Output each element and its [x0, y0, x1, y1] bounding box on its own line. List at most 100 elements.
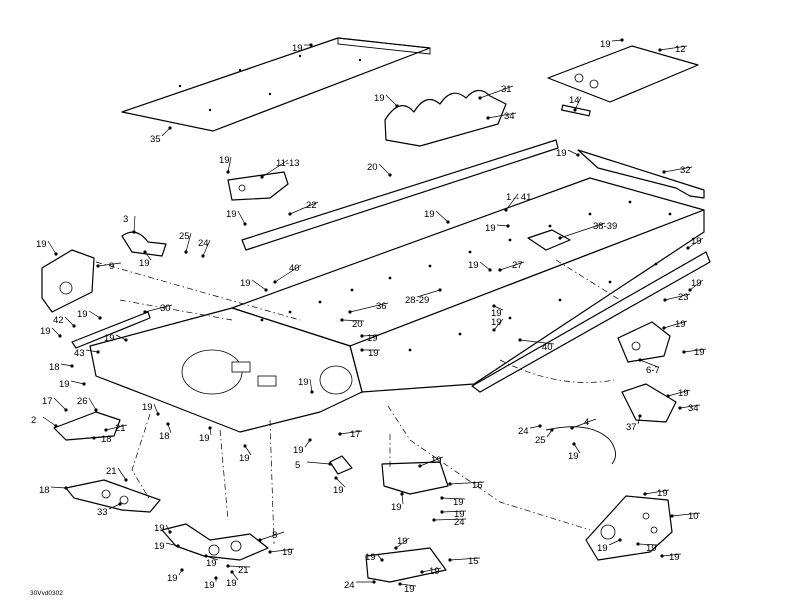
callout-target-dot	[124, 338, 128, 342]
callout-label: 18	[101, 434, 112, 445]
callout-13: 22	[288, 200, 319, 216]
callout-label: 43	[74, 348, 85, 359]
callout-76: 19	[643, 488, 670, 499]
callout-target-dot	[180, 568, 184, 572]
callout-leader	[663, 166, 693, 173]
callout-target-dot	[104, 428, 108, 432]
callout-31: 23	[663, 292, 691, 303]
callout-64: 17	[338, 429, 363, 440]
callout-leader	[261, 159, 289, 178]
part-3-hook-bracket	[121, 231, 167, 257]
callout-label: 19	[431, 455, 442, 466]
callout-target-dot	[143, 250, 147, 254]
callout-label: 19	[597, 543, 608, 554]
callout-68: 19	[239, 444, 252, 464]
callout-label: 19	[240, 278, 251, 289]
callout-label: 19	[600, 39, 611, 50]
part-10-rear-plate	[585, 495, 673, 561]
callout-label: 19	[167, 573, 178, 584]
parts-geometry	[41, 37, 711, 583]
callout-leader	[487, 112, 517, 119]
callout-65: 18	[92, 434, 114, 445]
callout-48: 18	[49, 362, 74, 373]
callout-leader	[419, 456, 444, 467]
callout-leader	[644, 489, 670, 495]
callout-leader	[499, 261, 525, 271]
callout-target-dot	[506, 224, 510, 228]
callout-62: 18	[159, 422, 172, 442]
callout-label: 40	[542, 342, 553, 353]
callout-91: 19	[365, 552, 384, 563]
callout-label: 9	[109, 261, 114, 272]
callout-target-dot	[72, 324, 76, 328]
callout-target-dot	[388, 173, 392, 177]
callout-63: 19	[199, 426, 212, 444]
part-38-39-plate	[527, 229, 571, 251]
callout-target-dot	[550, 428, 554, 432]
callout-leader	[663, 320, 688, 329]
callout-leader	[51, 327, 61, 337]
callout-target-dot	[166, 422, 170, 426]
callout-97: 19	[226, 570, 239, 589]
callout-45: 43	[74, 348, 100, 359]
callout-label: 19	[453, 497, 464, 508]
callout-leader	[505, 193, 519, 211]
callout-85: 19	[394, 536, 410, 550]
callout-50: 19	[59, 379, 86, 390]
callout-target-dot	[273, 280, 277, 284]
callout-label: 19	[556, 148, 567, 159]
callout-target-dot	[82, 382, 86, 386]
callout-label: 1→41	[506, 192, 531, 203]
callout-target-dot	[448, 482, 452, 486]
callout-label: 19	[669, 552, 680, 563]
callout-target-dot	[308, 438, 312, 442]
callout-label: 25	[535, 435, 546, 446]
callout-11: 20	[367, 162, 392, 177]
callout-target-dot	[268, 550, 272, 554]
callout-target-dot	[58, 334, 62, 338]
callout-leader	[153, 403, 159, 415]
callout-label: 18	[159, 431, 170, 442]
callout-57: 2	[31, 415, 58, 428]
callout-leader	[479, 85, 514, 99]
callout-target-dot	[662, 170, 666, 174]
callout-label: 18	[49, 362, 60, 373]
callout-54: 26	[77, 396, 98, 412]
callout-leader	[573, 443, 581, 454]
callout-leader	[335, 477, 346, 488]
callout-96: 19	[167, 568, 184, 584]
callout-target-dot	[620, 38, 624, 42]
part-16-bracket	[381, 461, 449, 495]
callout-leader	[108, 503, 121, 510]
callout-label: 6-7	[646, 365, 660, 376]
callout-label: 15	[468, 556, 479, 567]
callout-label: 17	[350, 429, 361, 440]
part-15-bracket	[365, 547, 447, 583]
callout-leader	[144, 304, 173, 313]
callout-1: 12	[658, 44, 688, 55]
part-11-13-bracket	[227, 171, 289, 201]
callout-leader	[251, 279, 267, 291]
callout-59: 37	[626, 414, 642, 433]
callout-label: 12	[675, 44, 686, 55]
callout-leader	[259, 531, 285, 541]
callout-target-dot	[636, 542, 640, 546]
callout-6: 14	[569, 95, 582, 112]
part-31-wave-bracket	[384, 89, 507, 147]
callout-label: 19	[199, 433, 210, 444]
callout-20: 25	[179, 231, 192, 254]
callout-label: 21	[106, 466, 117, 477]
callout-40: 19	[662, 319, 688, 330]
callout-label: 19	[77, 309, 88, 320]
callout-label: 19	[239, 453, 250, 464]
callout-label: 3	[123, 214, 128, 225]
callout-label: 24	[198, 238, 209, 249]
callout-label: 19	[694, 347, 705, 358]
part-22-rail	[241, 139, 559, 251]
callout-leader	[683, 348, 707, 353]
callout-target-dot	[226, 170, 230, 174]
callout-target-dot	[64, 486, 68, 490]
callout-label: 19	[292, 43, 303, 54]
